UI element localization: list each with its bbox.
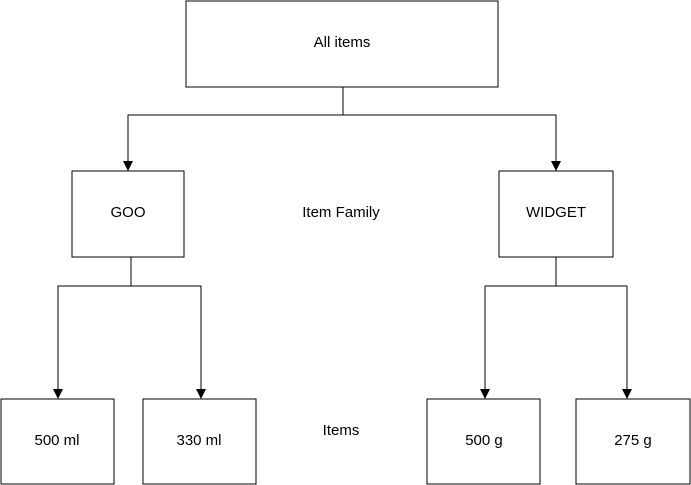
node-all-items: All items	[185, 0, 499, 88]
node-500g-label: 500 g	[465, 432, 503, 449]
node-goo: GOO	[71, 170, 185, 258]
node-goo-label: GOO	[110, 204, 145, 221]
connectors	[53, 87, 632, 399]
edge-goo-330ml	[131, 285, 206, 399]
edge-root-goo	[123, 87, 344, 171]
edge-widget-500g	[480, 257, 557, 399]
node-330ml-label: 330 ml	[176, 432, 221, 449]
node-330ml: 330 ml	[142, 398, 257, 485]
annotation-item-family: Item Family	[302, 204, 380, 221]
node-275g-label: 275 g	[614, 432, 652, 449]
node-275g: 275 g	[575, 398, 691, 485]
node-500g: 500 g	[426, 398, 541, 485]
node-500ml-label: 500 ml	[34, 432, 79, 449]
node-all-items-label: All items	[314, 34, 371, 51]
edge-root-widget	[343, 114, 561, 171]
node-500ml: 500 ml	[0, 398, 115, 485]
node-widget: WIDGET	[498, 170, 614, 258]
edge-goo-500ml	[53, 257, 132, 399]
edge-widget-275g	[556, 285, 632, 399]
node-widget-label: WIDGET	[526, 204, 586, 221]
annotation-items: Items	[323, 422, 360, 439]
